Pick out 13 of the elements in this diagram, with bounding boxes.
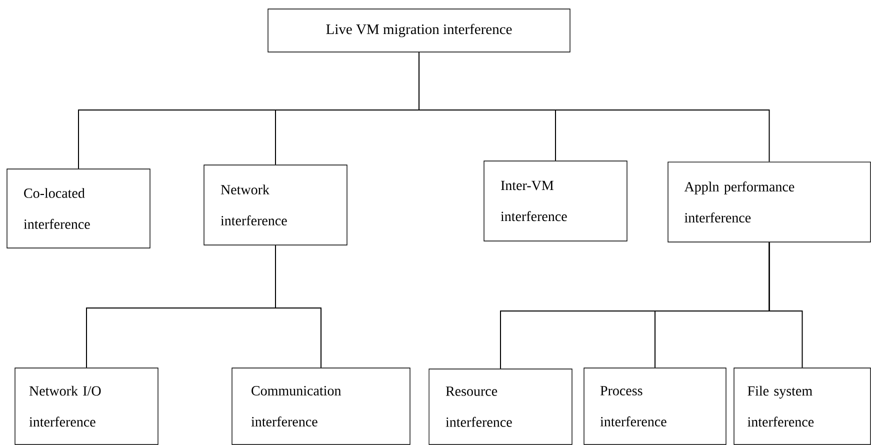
- connector-line: [275, 244, 322, 368]
- category-box: Communication interference: [232, 368, 410, 445]
- category-box: Network interference: [204, 164, 348, 246]
- category-box: Inter-VM interference: [484, 160, 628, 242]
- title-box: Live VM migration interference: [268, 8, 570, 52]
- category-box: Co-located interference: [6, 168, 150, 248]
- connector-line: [418, 52, 770, 162]
- category-box: File system interference: [734, 368, 871, 445]
- category-box: Appln performance interference: [668, 162, 871, 242]
- category-box: Resource interference: [428, 368, 572, 445]
- category-box: Network I/O interference: [14, 368, 158, 445]
- connector-line: [768, 242, 803, 368]
- category-box: Process interference: [584, 368, 726, 445]
